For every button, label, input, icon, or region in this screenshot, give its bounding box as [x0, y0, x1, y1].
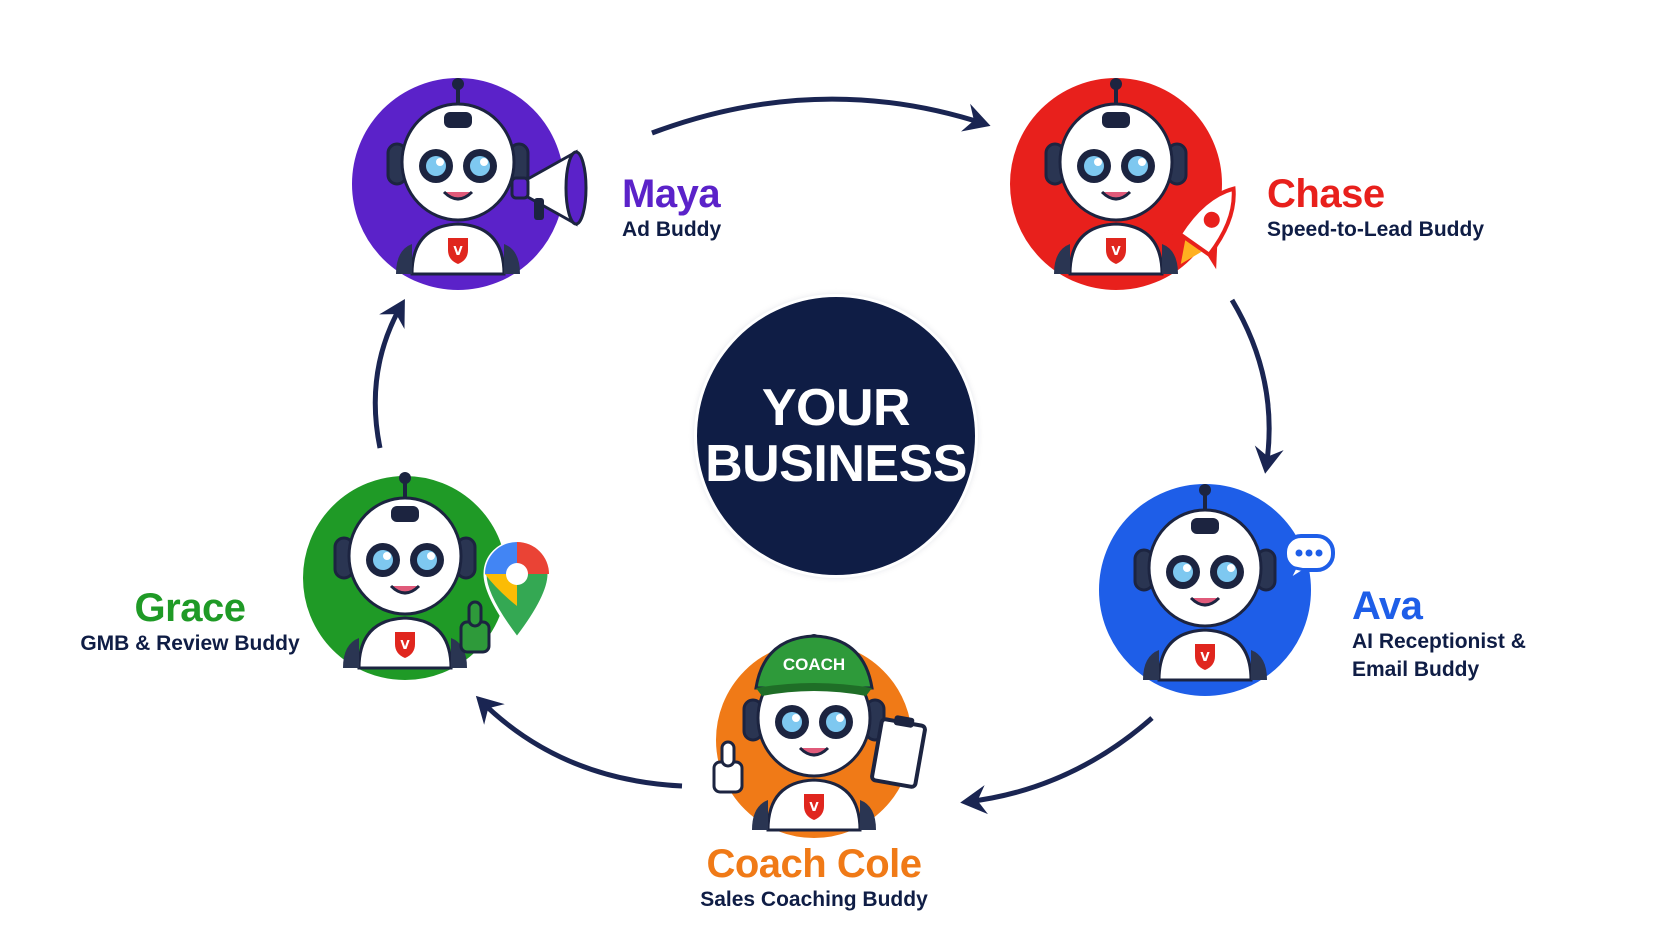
chase-role: Speed-to-Lead Buddy: [1267, 218, 1485, 241]
megaphone-icon: [510, 149, 588, 227]
buddy-maya-avatar: [348, 74, 588, 294]
chase-name: Chase: [1267, 172, 1385, 216]
clipboard-icon: [870, 715, 927, 789]
arrow-coach-to-grace: [475, 695, 683, 789]
coach-name: Coach Cole: [706, 842, 922, 886]
maya-name: Maya: [622, 172, 721, 216]
center-line-1: YOUR: [761, 379, 911, 437]
buddy-chase-avatar: [1006, 74, 1236, 294]
maya-role: Ad Buddy: [622, 218, 722, 241]
grace-name: Grace: [134, 586, 246, 630]
arrow-maya-to-chase: [651, 96, 991, 136]
center-line-2: BUSINESS: [705, 435, 967, 493]
ava-role-line-2: Email Buddy: [1352, 658, 1480, 681]
ava-role-line-1: AI Receptionist &: [1352, 630, 1526, 653]
cycle-arrows: [372, 96, 1284, 815]
grace-role: GMB & Review Buddy: [80, 632, 300, 655]
label-grace: Grace GMB & Review Buddy: [48, 586, 332, 658]
coach-role: Sales Coaching Buddy: [700, 888, 928, 911]
coach-cap-text: COACH: [783, 655, 845, 674]
buddy-coach-avatar: COACH: [712, 632, 927, 842]
ava-name: Ava: [1352, 584, 1423, 628]
rocket-icon: [1163, 186, 1236, 270]
map-pin-icon: [483, 540, 551, 641]
label-ava: Ava AI Receptionist & Email Buddy: [1352, 584, 1526, 684]
label-chase: Chase Speed-to-Lead Buddy: [1267, 172, 1484, 244]
coach-cap: COACH: [754, 634, 874, 696]
label-coach: Coach Cole Sales Coaching Buddy: [664, 842, 964, 914]
chat-bubble-icon: [1283, 534, 1335, 585]
buddy-grace-avatar: [299, 470, 551, 684]
center-your-business: YOUR BUSINESS: [697, 297, 975, 575]
thumbs-up-icon: [459, 600, 491, 654]
arrow-ava-to-coach: [960, 716, 1154, 815]
arrow-grace-to-maya: [372, 298, 405, 449]
label-maya: Maya Ad Buddy: [622, 172, 721, 244]
thumbs-up-icon: [712, 740, 744, 794]
arrow-chase-to-ava: [1229, 298, 1284, 474]
buddy-ava-avatar: [1095, 480, 1335, 700]
